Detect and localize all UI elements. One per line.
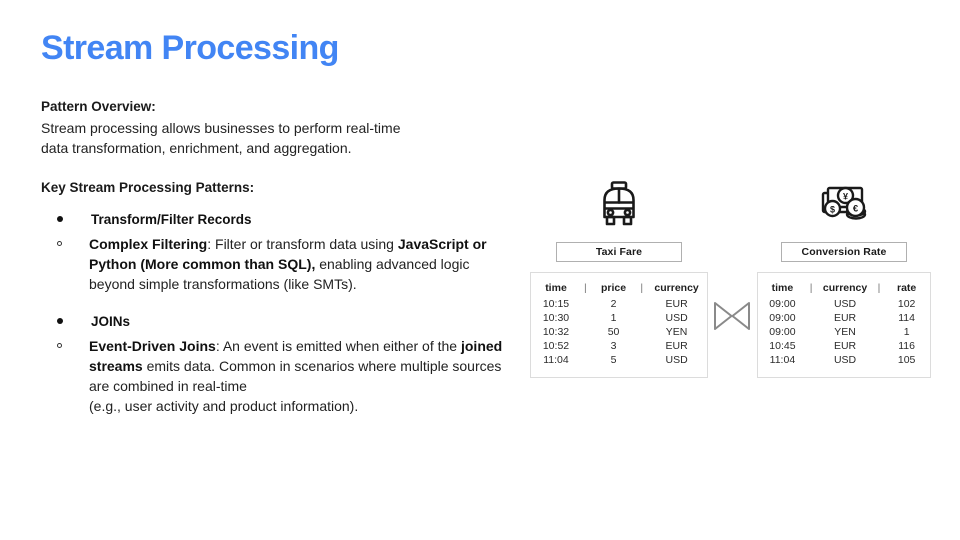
cell-time: 10:30	[542, 312, 570, 324]
table-header-row: time | price | currency	[531, 282, 707, 297]
table-row: 09:00 USD 102	[758, 297, 930, 311]
bullet-group-spacer	[41, 294, 511, 312]
cell-time: 09:00	[769, 298, 796, 310]
table-row: 09:00 YEN 1	[758, 325, 930, 339]
column-header-price: price	[601, 282, 627, 294]
column-separator: |	[583, 282, 587, 294]
taxi-icon	[584, 178, 654, 230]
sub-list-item-text: Event-Driven Joins: An event is emitted …	[89, 336, 511, 416]
sub-item-text-2: emits data. Common in scenarios where mu…	[89, 358, 502, 394]
table-row: 11:04 USD 105	[758, 353, 930, 367]
table-row: 10:52 3 EUR	[531, 339, 707, 353]
cell-currency: USD	[665, 312, 688, 324]
stream-label-taxi-fare: Taxi Fare	[556, 242, 682, 262]
sub-item-emphasis: joined streams	[89, 338, 503, 374]
filled-disc-bullet-icon	[57, 216, 63, 222]
cell-currency: EUR	[665, 340, 688, 352]
column-header-rate: rate	[896, 282, 917, 294]
pattern-overview-heading: Pattern Overview:	[41, 99, 156, 114]
list-item-transform-filter: Transform/Filter Records	[41, 210, 511, 230]
cell-currency: EUR	[833, 312, 857, 324]
sub-item-term: Complex Filtering	[89, 236, 208, 252]
cell-rate: 105	[897, 354, 916, 366]
content-text-column: Pattern Overview: Stream processing allo…	[41, 97, 511, 416]
cell-time: 10:15	[542, 298, 570, 310]
sub-item-emphasis: JavaScript or Python (More common than S…	[89, 236, 487, 272]
filled-disc-bullet-icon	[57, 318, 63, 324]
svg-text:€: €	[853, 204, 859, 215]
cell-time: 10:52	[542, 340, 570, 352]
money-exchange-icon: ¥ $ €	[809, 178, 879, 230]
cell-time: 09:00	[769, 312, 796, 324]
table-row: 11:04 5 USD	[531, 353, 707, 367]
pattern-overview-body: Stream processing allows businesses to p…	[41, 120, 401, 156]
table-row: 10:45 EUR 116	[758, 339, 930, 353]
sub-item-text-1: : Filter or transform data using	[207, 236, 398, 252]
cell-rate: 1	[903, 326, 910, 338]
sub-item-text-1: : An event is emitted when either of the	[215, 338, 461, 354]
cell-time: 09:00	[769, 326, 796, 338]
key-patterns-heading: Key Stream Processing Patterns:	[41, 180, 255, 195]
svg-text:$: $	[830, 205, 835, 215]
patterns-bullet-list: Transform/Filter Records Complex Filteri…	[41, 210, 511, 416]
stream-table-conversion-rate: time | currency | rate 09:00 USD 102 09:…	[757, 272, 931, 378]
cell-currency: YEN	[834, 326, 856, 338]
cell-currency: YEN	[665, 326, 688, 338]
list-item-label: JOINs	[91, 314, 131, 329]
cell-time: 11:04	[769, 354, 796, 366]
table-row: 10:32 50 YEN	[531, 325, 707, 339]
column-header-time: time	[771, 282, 794, 294]
cell-currency: EUR	[665, 298, 688, 310]
column-separator: |	[640, 282, 644, 294]
cell-currency: USD	[833, 298, 857, 310]
table-row: 09:00 EUR 114	[758, 311, 930, 325]
cell-price: 50	[607, 326, 620, 338]
cell-time: 11:04	[543, 354, 569, 366]
cell-currency: USD	[665, 354, 688, 366]
bowtie-join-icon	[712, 300, 752, 332]
cell-price: 5	[610, 354, 617, 366]
svg-text:¥: ¥	[843, 192, 848, 202]
sub-list-item-complex-filtering: Complex Filtering: Filter or transform d…	[41, 234, 511, 294]
cell-currency: EUR	[833, 340, 857, 352]
sub-list-item-text: Complex Filtering: Filter or transform d…	[89, 234, 511, 294]
cell-time: 10:45	[769, 340, 796, 352]
column-separator: |	[809, 282, 813, 294]
cell-rate: 114	[898, 312, 915, 324]
table: time | price | currency 10:15 2 EUR 10:3…	[531, 282, 707, 367]
list-item-label: Transform/Filter Records	[91, 212, 252, 227]
column-separator: |	[877, 282, 881, 294]
sub-list-item-event-driven-joins: Event-Driven Joins: An event is emitted …	[41, 336, 511, 416]
stream-table-taxi-fare: time | price | currency 10:15 2 EUR 10:3…	[530, 272, 708, 378]
list-item-joins: JOINs	[41, 312, 511, 332]
table-header-row: time | currency | rate	[758, 282, 930, 297]
cell-rate: 102	[897, 298, 916, 310]
stream-label-conversion-rate: Conversion Rate	[781, 242, 907, 262]
sub-item-text-3: (e.g., user activity and product informa…	[89, 398, 359, 414]
cell-time: 10:32	[542, 326, 570, 338]
cell-price: 1	[610, 312, 617, 324]
cell-currency: USD	[833, 354, 857, 366]
column-header-currency: currency	[822, 282, 868, 294]
sub-item-term: Event-Driven Joins	[89, 338, 216, 354]
page-title: Stream Processing	[41, 29, 339, 67]
hollow-circle-bullet-icon	[57, 241, 62, 246]
column-header-time: time	[545, 282, 567, 294]
cell-rate: 116	[898, 340, 915, 352]
hollow-circle-bullet-icon	[57, 343, 62, 348]
cell-price: 3	[610, 340, 617, 352]
table: time | currency | rate 09:00 USD 102 09:…	[758, 282, 930, 367]
sub-item-text-2: enabling advanced logic beyond simple tr…	[89, 256, 470, 292]
cell-price: 2	[610, 298, 617, 310]
table-row: 10:30 1 USD	[531, 311, 707, 325]
column-header-currency: currency	[654, 282, 699, 294]
table-row: 10:15 2 EUR	[531, 297, 707, 311]
